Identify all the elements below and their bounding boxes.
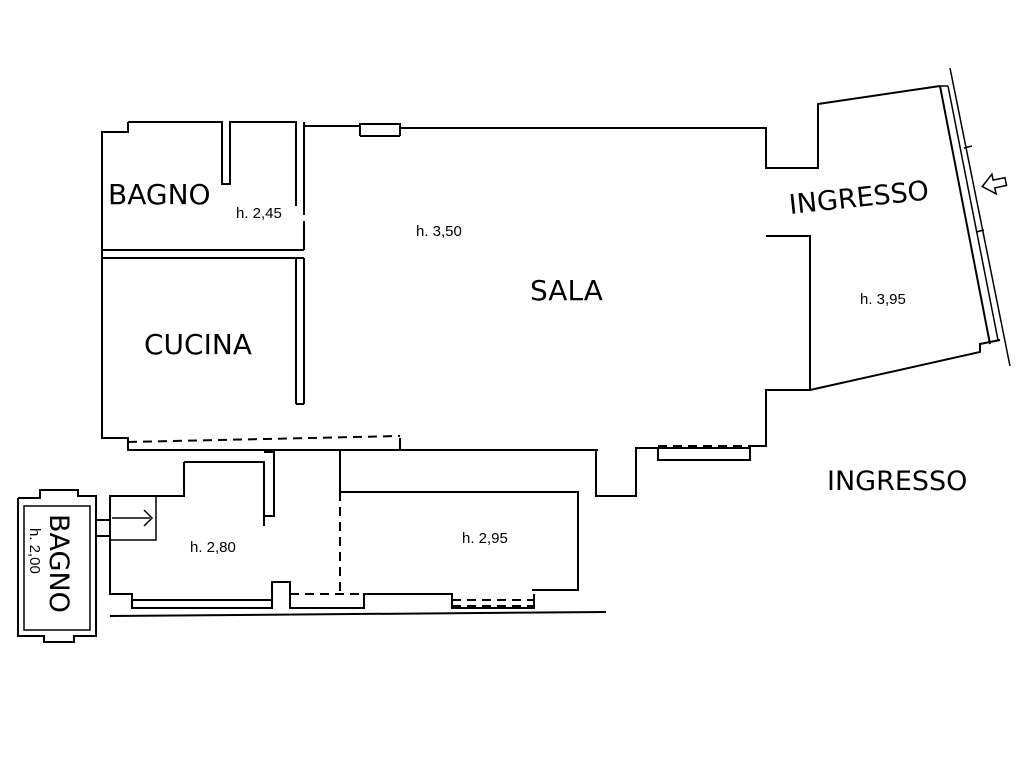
sala-label: SALA <box>530 274 603 307</box>
wall-door-frame <box>110 495 157 541</box>
wall-west-upper <box>101 122 401 451</box>
entrance-arrow-icon <box>981 172 1008 196</box>
dash-cucina-south <box>127 435 401 443</box>
wall-ingresso-south <box>809 339 1001 391</box>
cucina-label: CUCINA <box>144 328 252 361</box>
wall-bagno-small-inner <box>23 505 91 631</box>
lower-right-height: h. 2,95 <box>462 530 508 547</box>
sala-height: h. 3,50 <box>416 223 462 240</box>
ingresso-room-label: INGRESSO <box>787 175 930 221</box>
wall-lower-left-outer <box>109 462 535 609</box>
wall-lower-left-room <box>184 451 275 517</box>
outside-entrance-label: INGRESSO <box>827 466 967 497</box>
wall-sala-east <box>750 235 811 447</box>
wall-sala-south-right <box>595 447 751 497</box>
wall-ingresso-facade-outer <box>949 67 1011 367</box>
facade-mullion-1 <box>963 145 973 149</box>
facade-mullion-2 <box>975 229 985 233</box>
bagno-top-label: BAGNO <box>108 178 211 211</box>
wall-ingresso-facade-b <box>947 85 999 341</box>
lower-walls <box>17 451 607 643</box>
wall-sala-south <box>339 438 579 591</box>
dashed-lines <box>127 206 750 607</box>
door-arrow-icon <box>112 509 154 527</box>
bagno-small-label: BAGNO <box>43 514 74 613</box>
bagno-small-height: h. 2,00 <box>26 528 43 574</box>
wall-lower-ext <box>109 611 607 617</box>
bagno-top-height: h. 2,45 <box>236 205 282 222</box>
lower-left-height: h. 2,80 <box>190 539 236 556</box>
wall-bagno-small <box>17 489 97 643</box>
wall-ingresso-facade-a <box>939 85 991 345</box>
ingresso-room-height: h. 3,95 <box>860 291 906 308</box>
wall-north-bagno <box>128 121 297 206</box>
